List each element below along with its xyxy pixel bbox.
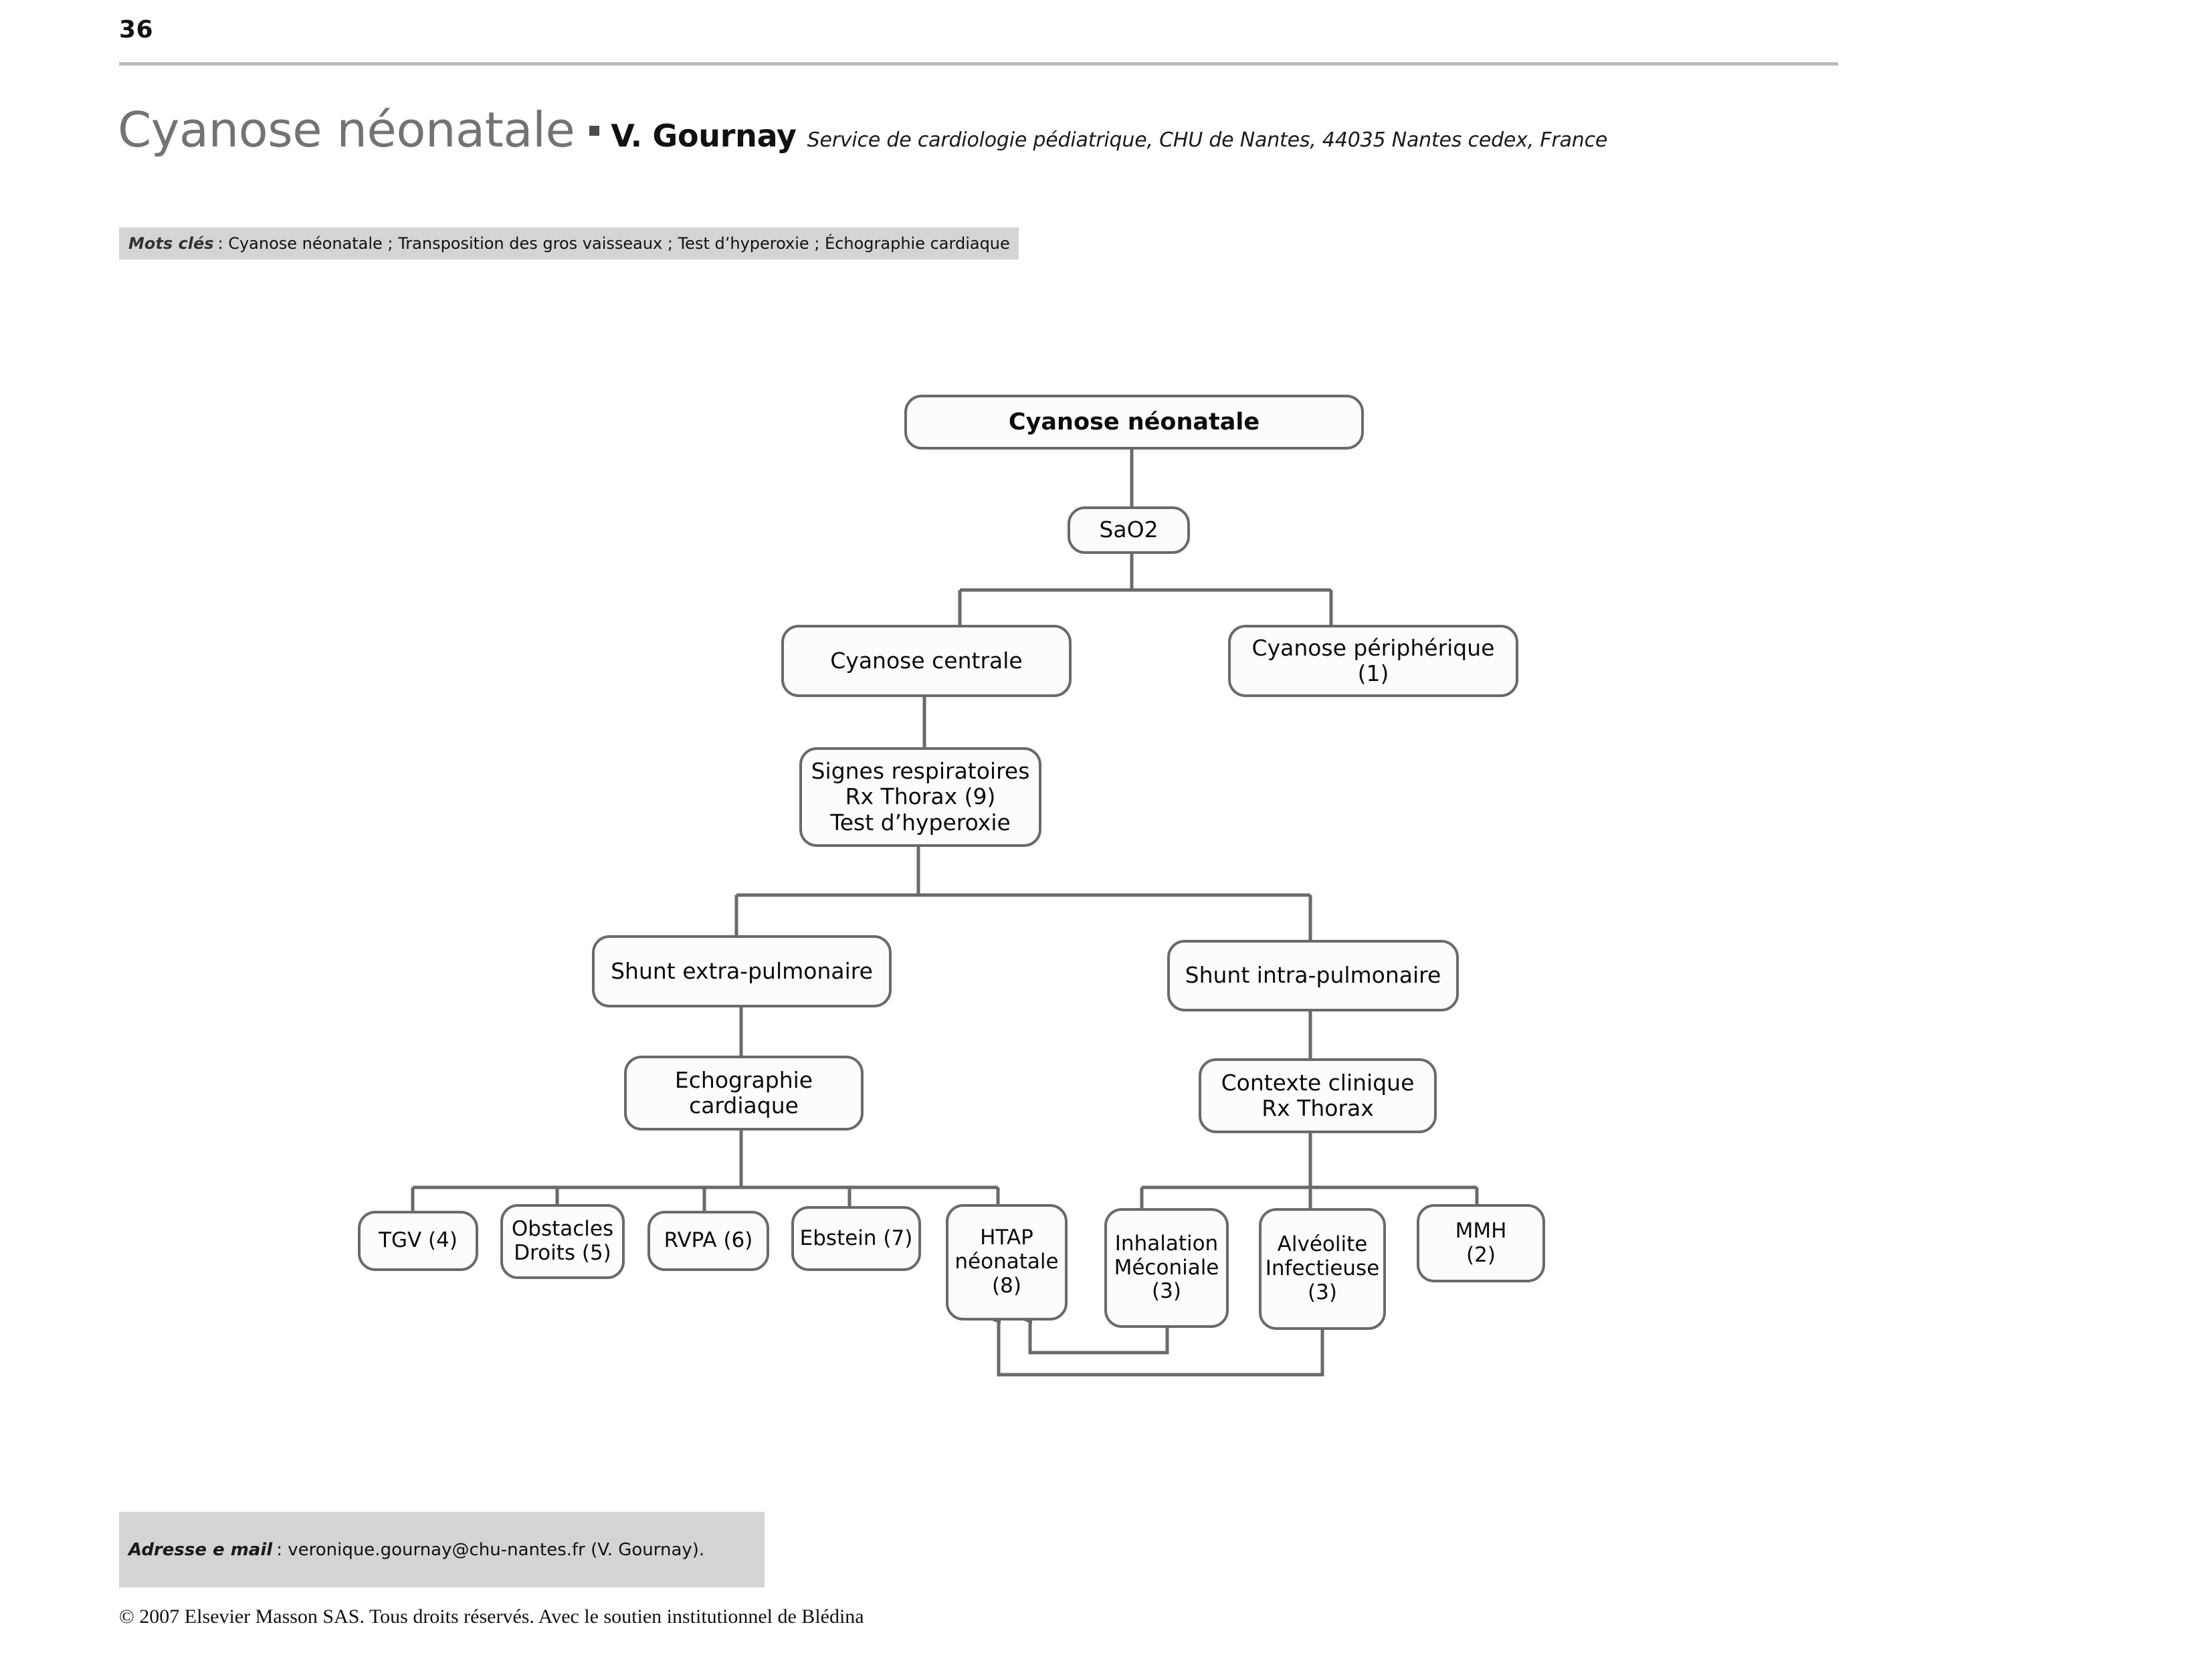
- email-address: : veronique.gournay@chu-nantes.fr (V. Go…: [276, 1539, 705, 1560]
- node-ebstein-label: Ebstein (7): [799, 1226, 913, 1250]
- node-cyanose-centrale[interactable]: Cyanose centrale: [781, 625, 1072, 697]
- keywords-list: : Cyanose néonatale ; Transposition des …: [217, 234, 1010, 253]
- node-sao2[interactable]: SaO2: [1068, 506, 1190, 554]
- keywords-band: Mots clés : Cyanose néonatale ; Transpos…: [119, 227, 1019, 260]
- author-name: V. Gournay: [611, 118, 797, 154]
- node-shunt-extra-pulmonaire[interactable]: Shunt extra-pulmonaire: [592, 935, 892, 1007]
- node-cyanose-peripherique[interactable]: Cyanose périphérique(1): [1228, 625, 1518, 697]
- node-root-label: Cyanose néonatale: [1008, 408, 1260, 435]
- keywords-label: Mots clés: [128, 234, 214, 253]
- author-affiliation: Service de cardiologie pédiatrique, CHU …: [807, 128, 1608, 152]
- node-mmh[interactable]: MMH(2): [1417, 1204, 1545, 1282]
- page-number: 36: [119, 16, 154, 43]
- node-cyanose-centrale-label: Cyanose centrale: [830, 647, 1023, 674]
- node-shunt-intra-pulmonaire-label: Shunt intra-pulmonaire: [1185, 962, 1441, 989]
- node-mmh-label: MMH(2): [1455, 1218, 1507, 1267]
- node-tgv-label: TGV (4): [379, 1228, 458, 1253]
- node-sao2-label: SaO2: [1099, 516, 1159, 543]
- node-tgv[interactable]: TGV (4): [358, 1211, 478, 1271]
- email-label: Adresse e mail: [128, 1539, 273, 1560]
- node-rvpa-label: RVPA (6): [664, 1228, 753, 1253]
- node-shunt-intra-pulmonaire[interactable]: Shunt intra-pulmonaire: [1167, 940, 1459, 1011]
- node-ebstein[interactable]: Ebstein (7): [791, 1206, 921, 1271]
- node-root[interactable]: Cyanose néonatale: [904, 395, 1364, 450]
- square-bullet-icon: [589, 126, 600, 136]
- node-cyanose-peripherique-label: Cyanose périphérique(1): [1251, 634, 1495, 686]
- copyright-notice: © 2007 Elsevier Masson SAS. Tous droits …: [119, 1605, 864, 1628]
- header-divider: [119, 62, 1838, 66]
- node-shunt-extra-pulmonaire-label: Shunt extra-pulmonaire: [611, 957, 873, 984]
- email-band: Adresse e mail : veronique.gournay@chu-n…: [119, 1512, 765, 1587]
- node-rvpa[interactable]: RVPA (6): [647, 1211, 769, 1271]
- article-header: Cyanose néonatale V. Gournay Service de …: [118, 102, 1607, 158]
- page-title: Cyanose néonatale: [118, 102, 575, 158]
